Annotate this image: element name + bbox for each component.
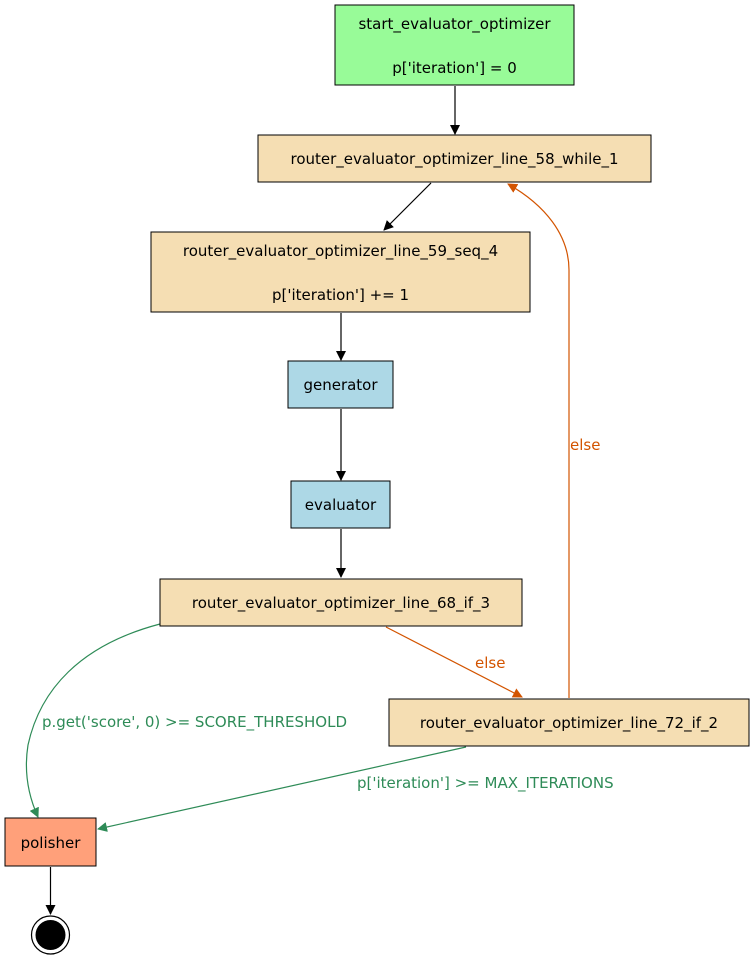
node-while1-label: router_evaluator_optimizer_line_58_while…: [290, 150, 618, 169]
node-start-code: p['iteration'] = 0: [392, 59, 517, 77]
edge-label-max-iterations: p['iteration'] >= MAX_ITERATIONS: [357, 774, 614, 793]
node-while1[interactable]: router_evaluator_optimizer_line_58_while…: [257, 134, 652, 183]
node-start-title: start_evaluator_optimizer: [358, 15, 551, 34]
edge-label-if2-else: else: [570, 436, 600, 454]
edges: [25, 86, 570, 832]
node-if3-label: router_evaluator_optimizer_line_68_if_3: [192, 594, 490, 613]
node-seq4[interactable]: router_evaluator_optimizer_line_59_seq_4…: [150, 231, 531, 313]
edge-if3-to-if2: [385, 626, 523, 698]
edge-if3-to-polisher: [25, 623, 161, 818]
node-evaluator[interactable]: evaluator: [290, 480, 391, 529]
edge-label-if3-else: else: [475, 654, 505, 672]
node-if3[interactable]: router_evaluator_optimizer_line_68_if_3: [159, 578, 523, 627]
end-node-inner-dot: [35, 920, 66, 950]
edge-if2-to-polisher: [97, 746, 467, 832]
node-generator[interactable]: generator: [287, 360, 394, 409]
node-evaluator-label: evaluator: [305, 496, 377, 514]
node-if2-label: router_evaluator_optimizer_line_72_if_2: [420, 714, 718, 733]
node-if2[interactable]: router_evaluator_optimizer_line_72_if_2: [388, 698, 750, 747]
node-seq4-code: p['iteration'] += 1: [272, 286, 409, 304]
node-generator-label: generator: [303, 376, 378, 394]
node-polisher[interactable]: polisher: [4, 817, 97, 867]
node-seq4-title: router_evaluator_optimizer_line_59_seq_4: [183, 242, 498, 261]
end-node: [30, 915, 71, 955]
node-polisher-label: polisher: [21, 834, 82, 852]
edge-while1-to-seq4: [383, 182, 432, 231]
edge-if2-to-while1: [507, 183, 570, 698]
node-start[interactable]: start_evaluator_optimizer p['iteration']…: [334, 4, 575, 86]
edge-label-score-threshold: p.get('score', 0) >= SCORE_THRESHOLD: [42, 713, 347, 732]
